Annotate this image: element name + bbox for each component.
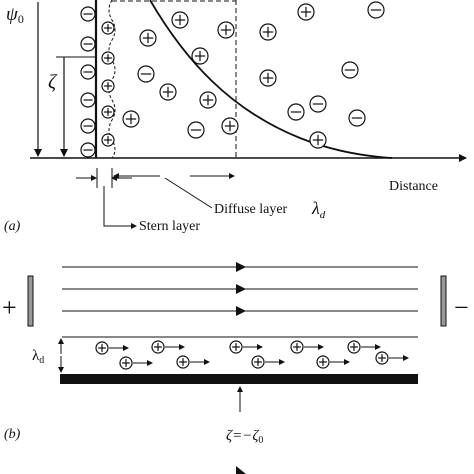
ions-group-b [95, 340, 409, 370]
positive-electrode-sign: + [2, 293, 17, 322]
panel-b-zeta-label: ζ=−ζ0 [226, 428, 263, 446]
positive-ion [101, 21, 115, 35]
diffuse-layer-label: Diffuse layer [214, 202, 288, 217]
positive-ion [159, 83, 177, 101]
negative-ion [80, 92, 96, 108]
potential-decay-curve [149, 0, 393, 159]
positive-ion [139, 29, 157, 47]
positive-ion [221, 117, 239, 135]
cropped-arrowhead [236, 466, 246, 474]
positive-ion [217, 21, 235, 39]
negative-ion [341, 61, 359, 79]
positive-ion [101, 79, 115, 93]
positive-ion [151, 340, 165, 354]
positive-ion [199, 91, 217, 109]
stern-layer-label: Stern layer [139, 219, 200, 234]
positive-ion [290, 340, 304, 354]
negative-ion [187, 121, 205, 139]
positive-ion [259, 69, 277, 87]
positive-ion [122, 110, 140, 128]
positive-ion [316, 355, 330, 369]
positive-electrode [27, 275, 34, 327]
diffuse-lambda-label: λd [311, 198, 326, 221]
positive-ion [229, 340, 243, 354]
positive-ion [95, 341, 109, 355]
negative-ion [367, 1, 385, 19]
negative-ion [80, 36, 96, 52]
negative-electrode [440, 275, 447, 327]
psi0-label: ψ0 [6, 4, 24, 26]
positive-ion [251, 355, 265, 369]
positive-ion [101, 133, 115, 147]
panel-a: ψ0 ζ Distance Diffuse layer [4, 0, 467, 234]
positive-ion [101, 105, 115, 119]
panel-b-lambda-label: λd [32, 348, 44, 366]
charged-solid-wall [60, 374, 418, 384]
positive-ion [176, 355, 190, 369]
flow-lines [62, 262, 418, 316]
negative-electrode-sign: − [454, 293, 469, 322]
diffuse-layer-leader [164, 177, 213, 209]
flow-direction-arrow [236, 262, 246, 272]
negative-ion [80, 6, 96, 22]
distance-axis-label: Distance [389, 179, 438, 194]
positive-ion [347, 340, 361, 354]
panel-b-letter: (b) [4, 427, 21, 442]
positive-ion [375, 351, 389, 365]
positive-ion [297, 3, 315, 21]
flow-direction-arrow [236, 306, 246, 316]
panel-a-letter: (a) [4, 219, 21, 234]
negative-ion [80, 142, 96, 158]
negative-ion [137, 65, 155, 83]
zeta-label: ζ [48, 71, 58, 93]
positive-ion [259, 23, 277, 41]
positive-ion [191, 47, 209, 65]
negative-ion [309, 95, 327, 113]
negative-ion [80, 64, 96, 80]
ions-group-a [80, 1, 385, 158]
positive-ion [309, 131, 327, 149]
flow-direction-arrow [236, 284, 246, 294]
panel-b: + − λd ζ=−ζ0 (b) [2, 262, 469, 474]
positive-ion [119, 356, 133, 370]
negative-ion [287, 103, 305, 121]
negative-ion [348, 109, 366, 127]
positive-ion [171, 11, 189, 29]
positive-ion [101, 51, 115, 65]
negative-ion [80, 118, 96, 134]
stern-layer-leader [103, 186, 137, 229]
